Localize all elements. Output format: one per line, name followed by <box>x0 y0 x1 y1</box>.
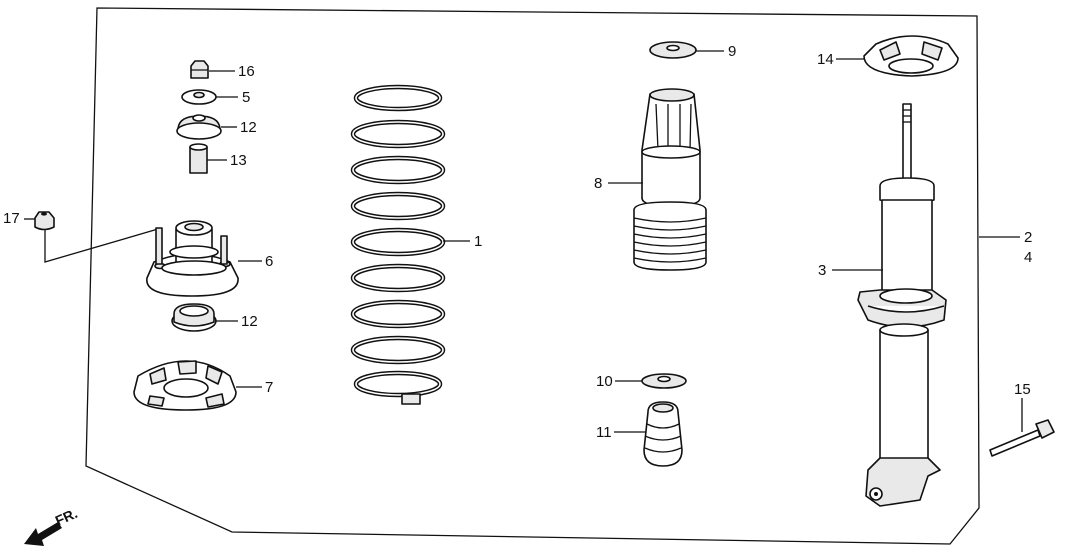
part-10-washer[interactable] <box>641 373 687 389</box>
part-5-washer[interactable] <box>181 89 217 105</box>
callout-1[interactable]: 1 <box>474 233 482 250</box>
front-direction-arrow-icon <box>24 522 62 546</box>
part-15-bolt[interactable] <box>989 419 1055 457</box>
part-8-dust-boot[interactable] <box>633 88 707 271</box>
callout-2[interactable]: 2 <box>1024 229 1032 246</box>
callout-6[interactable]: 6 <box>265 253 273 270</box>
part-3-shock-absorber[interactable] <box>857 103 947 507</box>
part-1-coil-spring[interactable] <box>350 84 446 405</box>
part-12-upper-bushing[interactable] <box>176 114 222 140</box>
callout-14[interactable]: 14 <box>817 51 834 68</box>
part-16-nut[interactable] <box>190 60 209 79</box>
callout-4[interactable]: 4 <box>1024 249 1032 266</box>
callout-12-lower[interactable]: 12 <box>241 313 258 330</box>
part-13-collar[interactable] <box>189 143 208 174</box>
part-14-spring-seat[interactable] <box>863 35 959 77</box>
direction-label: FR. <box>53 505 80 529</box>
callout-10[interactable]: 10 <box>596 373 613 390</box>
callout-17[interactable]: 17 <box>3 210 20 227</box>
callout-7[interactable]: 7 <box>265 379 273 396</box>
callout-12-upper[interactable]: 12 <box>240 119 257 136</box>
part-11-bump-stop[interactable] <box>643 401 683 467</box>
part-17-nut[interactable] <box>34 211 55 231</box>
callout-9[interactable]: 9 <box>728 43 736 60</box>
part-9-washer[interactable] <box>649 41 697 59</box>
callout-13[interactable]: 13 <box>230 152 247 169</box>
callout-5[interactable]: 5 <box>242 89 250 106</box>
assembly-frame <box>85 7 980 545</box>
callout-3[interactable]: 3 <box>818 262 826 279</box>
callout-16[interactable]: 16 <box>238 63 255 80</box>
part-6-mount-base[interactable] <box>146 220 239 297</box>
callout-8[interactable]: 8 <box>594 175 602 192</box>
leader-17-to-stud <box>44 228 159 263</box>
callout-11[interactable]: 11 <box>596 424 612 441</box>
part-7-spring-seat[interactable] <box>133 360 237 411</box>
callout-15[interactable]: 15 <box>1014 381 1031 398</box>
part-12-lower-bushing[interactable] <box>171 303 217 332</box>
